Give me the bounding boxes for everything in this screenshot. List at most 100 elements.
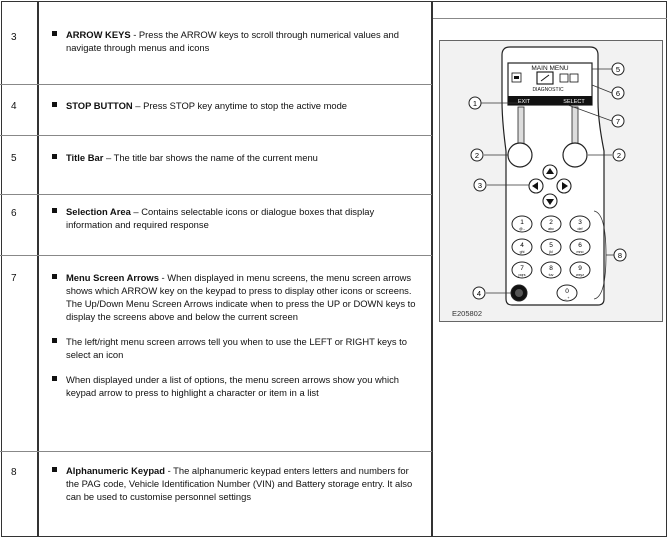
callout-marker [613,248,627,262]
key-letters: abc [548,227,554,231]
key-letters: wxyz [576,273,584,277]
key-1 [511,215,533,233]
key-digit: 9 [578,265,582,272]
bullet-text: - When displayed in menu screens, the me… [66,272,416,322]
bullet-paragraph: The left/right menu screen arrows tell y… [51,335,421,361]
key-letters: mno [577,250,584,254]
bullet-square-icon [52,208,57,213]
callout-marker [468,96,482,110]
bullet-paragraph: Selection Area – Contains selectable ico… [51,205,421,231]
key-digit: 0 [565,288,569,295]
left-softkey-label: EXIT [518,99,531,105]
callout-line-6 [591,84,613,94]
bullet-text: - Press the ARROW keys to scroll through… [66,29,399,53]
key-5 [540,238,562,256]
table-row: 4 STOP BUTTON – Press STOP key anytime t… [0,84,432,136]
table-row: 6 Selection Area – Contains selectable i… [0,194,432,256]
key-digit: 5 [549,242,553,249]
key-8 [540,261,562,279]
callout-marker [612,148,626,162]
row-number: 8 [11,467,17,478]
key-letters: jkl [548,250,553,254]
key-7 [511,261,533,279]
row-number: 7 [11,273,17,284]
number-column-divider [37,1,39,537]
screen-title: MAIN MENU [531,65,569,72]
key-letters: _ + [563,296,569,300]
left-softkey-stem [517,106,525,146]
key-0 [556,284,578,302]
bullet-square-icon [52,376,57,381]
row-number: 6 [11,208,17,219]
bullet-square-icon [52,31,57,36]
bullet-title: STOP BUTTON [66,100,133,111]
callout-marker [611,86,625,100]
bullet-title: Title Bar [66,152,104,163]
callout-label: 2 [617,151,621,160]
key-6 [569,238,591,256]
bullet-text: When displayed under a list of options, … [66,374,399,398]
device-illustration: MAIN MENU DIAGNOSTIC EXIT SELECT [439,40,663,322]
callout-marker [472,286,486,300]
callout-label: 4 [477,289,481,298]
key-4 [511,238,533,256]
bullet-title: Selection Area [66,206,131,217]
row-content: Alphanumeric Keypad - The alphanumeric k… [51,464,421,515]
callout-marker [470,148,484,162]
key-digit: 7 [520,265,524,272]
bullet-title: Menu Screen Arrows [66,272,159,283]
key-digit: 8 [549,265,553,272]
key-letters: ghi [520,250,525,254]
key-digit: 4 [520,242,524,249]
key-letters: def [578,227,583,231]
bullet-square-icon [52,467,57,472]
bullet-title: ARROW KEYS [66,29,131,40]
key-digit: 6 [578,242,582,249]
callout-label: 6 [616,89,620,98]
bullet-text: – The title bar shows the name of the cu… [103,152,318,163]
callout-label: 7 [616,117,620,126]
callout-markers: 1 2 2 3 4 5 6 7 8 [468,62,627,300]
tool-icon [559,73,569,83]
bullet-text: – Press STOP key anytime to stop the act… [132,100,348,111]
menu-icon [569,73,579,83]
bullet-text: The left/right menu screen arrows tell y… [66,336,407,360]
key-digit: 2 [549,219,553,226]
row-content: Title Bar – The title bar shows the name… [51,151,421,176]
key-letters: tuv [549,273,554,277]
key-2 [540,215,562,233]
row-number: 3 [11,32,17,43]
row-content: ARROW KEYS - Press the ARROW keys to scr… [51,28,421,66]
row-content: Menu Screen Arrows - When displayed in m… [51,271,421,411]
callout-marker [611,114,625,128]
callout-label: 8 [618,251,622,260]
key-letters: pqrs [519,273,526,277]
right-arrow-icon [562,182,568,190]
callout-marker [611,62,625,76]
device-diagram-svg: MAIN MENU DIAGNOSTIC EXIT SELECT [468,46,627,306]
callout-label: 2 [475,151,479,160]
callout-marker [473,178,487,192]
row-number: 5 [11,153,17,164]
figure-column-divider [431,1,433,537]
down-arrow-icon [546,199,554,205]
table-row: 8 Alphanumeric Keypad - The alphanumeric… [0,451,432,538]
bullet-paragraph: Title Bar – The title bar shows the name… [51,151,421,164]
row-content: STOP BUTTON – Press STOP key anytime to … [51,99,421,124]
bullet-paragraph: Alphanumeric Keypad - The alphanumeric k… [51,464,421,503]
bullet-square-icon [52,154,57,159]
left-arrow-icon [532,182,538,190]
bullet-paragraph: Menu Screen Arrows - When displayed in m… [51,271,421,323]
figure-id: E205802 [452,309,483,318]
callout-line-7 [567,104,613,122]
bullet-paragraph: ARROW KEYS - Press the ARROW keys to scr… [51,28,421,54]
bullet-square-icon [52,274,57,279]
right-softkey-stem [571,106,579,146]
bullet-paragraph: When displayed under a list of options, … [51,373,421,399]
key-digit: 1 [520,219,524,226]
bullet-square-icon [52,338,57,343]
key-9 [569,261,591,279]
battery-fill-icon [514,76,519,79]
keypad-grid: 1 @.- 2 abc 3 def 4 ghi 5 jkl 6 mno 7 [511,215,591,302]
